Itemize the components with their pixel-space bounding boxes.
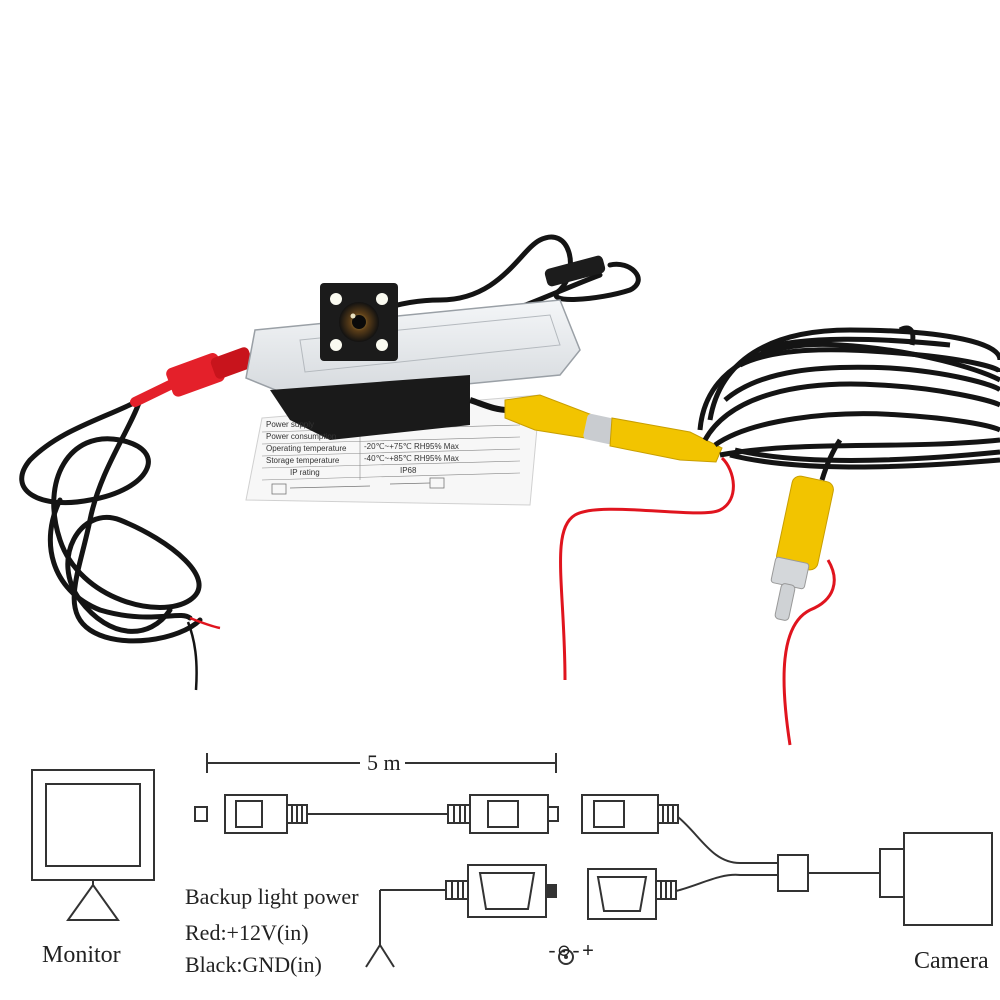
- cable-length-label: 5 m: [367, 750, 401, 775]
- camera-cable-power: [675, 873, 778, 892]
- red-wire-right: [782, 559, 836, 746]
- spec-row-label: Operating temperature: [266, 444, 347, 453]
- power-connector-in: [445, 864, 557, 918]
- trigger-wire: [559, 456, 735, 681]
- rca-plug: [770, 475, 834, 621]
- power-cable: [19, 397, 203, 644]
- camera-cable-video: [677, 816, 778, 864]
- polarity-label: -⊙-+: [546, 941, 595, 964]
- power-title-label: Backup light power: [185, 884, 359, 909]
- polarity-icon: [558, 949, 574, 965]
- led-icon: [376, 339, 388, 351]
- led-icon: [330, 339, 342, 351]
- spec-row-value: -20℃~+75℃ RH95% Max: [364, 442, 459, 451]
- camera-icon: [879, 832, 993, 926]
- wire-end-red: [189, 616, 221, 630]
- power-red-label: Red:+12V(in): [185, 920, 309, 945]
- led-icon: [376, 293, 388, 305]
- spec-row-label: Power supply: [266, 420, 315, 429]
- power-connector-camera: [587, 868, 677, 920]
- spec-row-value: -40℃~+85℃ RH95% Max: [364, 454, 459, 463]
- extension-cable-coil: [697, 325, 1000, 481]
- monitor-icon: [31, 769, 155, 921]
- led-icon: [330, 293, 342, 305]
- red-power-connector: [130, 347, 254, 407]
- rca-coupling: [504, 394, 723, 463]
- spec-row-value: IP68: [400, 466, 417, 475]
- dimension-line: [206, 753, 557, 773]
- inline-connector: [544, 255, 606, 287]
- wiring-diagram: [31, 753, 993, 968]
- product-photo: [19, 234, 1000, 746]
- spec-row-label: Storage temperature: [266, 456, 340, 465]
- power-black-label: Black:GND(in): [185, 952, 322, 977]
- monitor-label: Monitor: [42, 942, 121, 968]
- wire-end-black: [186, 621, 198, 691]
- camera-label: Camera: [914, 948, 989, 974]
- spec-row-label: IP rating: [290, 468, 320, 477]
- spec-row-label: Power consumption: [266, 432, 337, 441]
- cable-joint: [777, 854, 809, 892]
- video-connector-left: [194, 794, 308, 834]
- video-connector-mid: [447, 794, 559, 834]
- video-connector-camera: [581, 794, 679, 834]
- camera-head: [320, 283, 398, 361]
